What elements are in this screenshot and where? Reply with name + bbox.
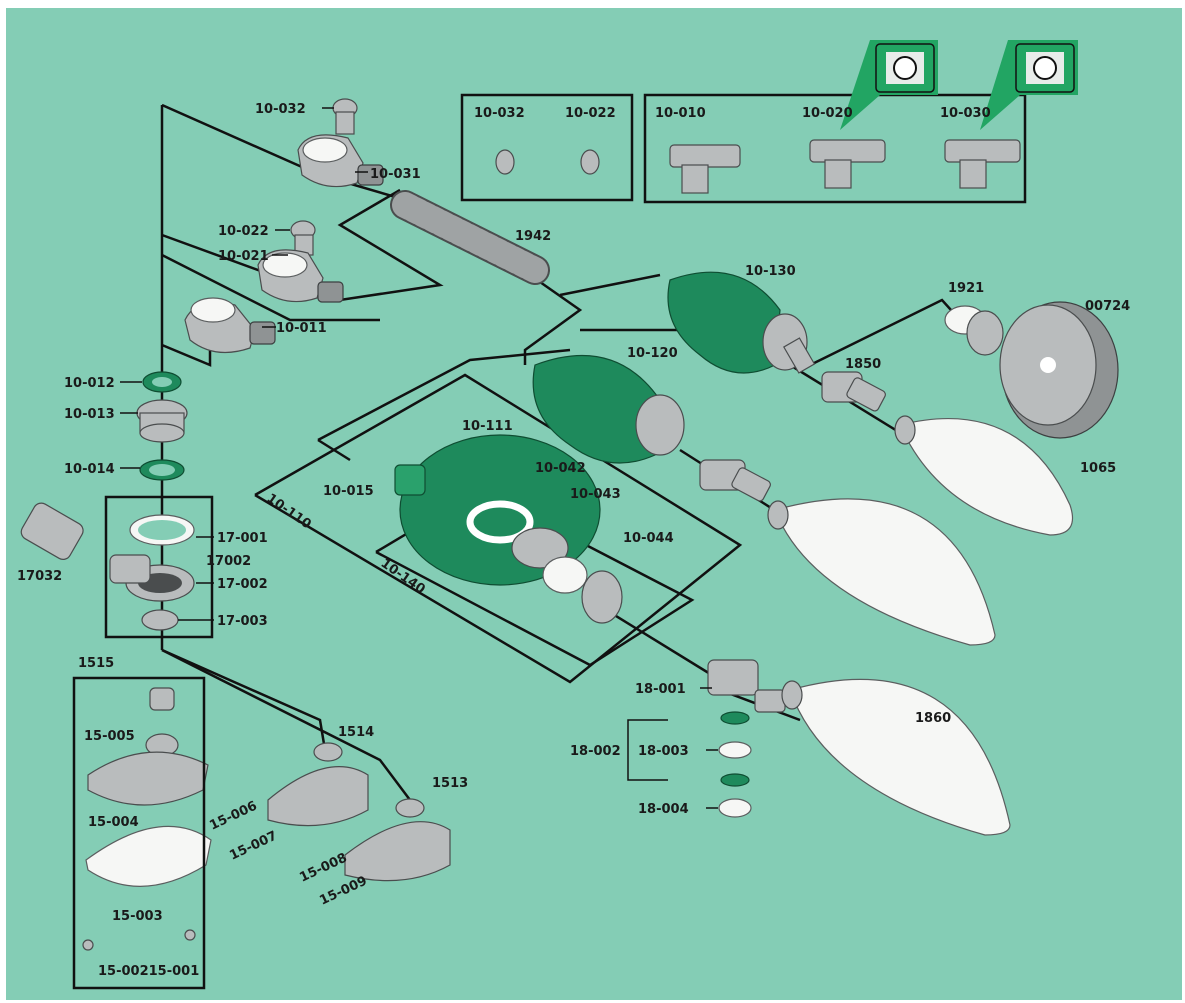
label-10-013: 10-013 xyxy=(64,407,115,422)
label-17032: 17032 xyxy=(17,569,62,584)
valve-face-icon xyxy=(893,56,917,80)
label-15-005: 15-005 xyxy=(84,729,135,744)
label-1513: 1513 xyxy=(432,776,468,791)
leader-ticks xyxy=(120,107,718,809)
label-10-130: 10-130 xyxy=(745,264,796,279)
mask-1515 xyxy=(82,687,212,951)
connector-17032 xyxy=(20,502,151,584)
label-1942: 1942 xyxy=(515,229,551,244)
label-10-015: 10-015 xyxy=(323,484,374,499)
label-1065: 1065 xyxy=(1080,461,1116,476)
inset-box-right xyxy=(643,40,1078,204)
label-00724: 00724 xyxy=(1085,299,1130,314)
label-17002: 17002 xyxy=(206,554,251,569)
box1-label-10-032: 10-032 xyxy=(474,106,525,121)
filter-00724 xyxy=(999,301,1119,439)
label-10-012: 10-012 xyxy=(64,376,115,391)
box2-label-10-010: 10-010 xyxy=(655,106,706,121)
bag-1860 xyxy=(781,678,1011,836)
label-1860: 1860 xyxy=(915,711,951,726)
label-10-021: 10-021 xyxy=(218,249,269,264)
valve-10-021-assembly xyxy=(257,220,344,303)
label-10-043: 10-043 xyxy=(570,487,621,502)
inset-box-left xyxy=(460,93,634,202)
mask-1514 xyxy=(267,742,369,827)
bracket-1515 xyxy=(72,676,206,990)
label-10-032: 10-032 xyxy=(255,102,306,117)
valve-10-032-assembly xyxy=(297,98,384,188)
box2-label-10-030: 10-030 xyxy=(940,106,991,121)
corrugated-tube-1942 xyxy=(390,190,550,285)
box2-label-10-020: 10-020 xyxy=(802,106,853,121)
valve-10-011-assembly xyxy=(184,297,276,354)
label-18-001: 18-001 xyxy=(635,682,686,697)
spine-parts xyxy=(125,371,195,631)
label-10-014: 10-014 xyxy=(64,462,115,477)
bulb-10-130 xyxy=(667,271,816,374)
filter-1921 xyxy=(944,305,1004,356)
bracket-17002 xyxy=(104,495,214,639)
label-18-002: 18-002 xyxy=(570,744,621,759)
valve-10-120-outlet xyxy=(699,459,771,502)
label-10-120: 10-120 xyxy=(627,346,678,361)
mask-1513 xyxy=(344,798,451,882)
label-1850: 1850 xyxy=(845,357,881,372)
label-10-011: 10-011 xyxy=(276,321,327,336)
label-1515: 1515 xyxy=(78,656,114,671)
valve-face-icon xyxy=(1033,56,1057,80)
label-18-004: 18-004 xyxy=(638,802,689,817)
label-10-031: 10-031 xyxy=(370,167,421,182)
label-17-003: 17-003 xyxy=(217,614,268,629)
valve-1850 xyxy=(821,371,886,412)
bulb-10-110 xyxy=(394,434,623,624)
label-15-004: 15-004 xyxy=(88,815,139,830)
label-10-111: 10-111 xyxy=(462,419,513,434)
label-17-002: 17-002 xyxy=(217,577,268,592)
bulb-10-120 xyxy=(532,354,685,464)
label-18-003: 18-003 xyxy=(638,744,689,759)
label-15-003: 15-003 xyxy=(112,909,163,924)
label-17-001: 17-001 xyxy=(217,531,268,546)
label-10-044: 10-044 xyxy=(623,531,674,546)
valve-18-001 xyxy=(707,659,786,818)
label-15-002-15-001: 15-00215-001 xyxy=(98,964,199,979)
label-1921: 1921 xyxy=(948,281,984,296)
label-10-022: 10-022 xyxy=(218,224,269,239)
label-10-042: 10-042 xyxy=(535,461,586,476)
box1-label-10-022: 10-022 xyxy=(565,106,616,121)
label-1514: 1514 xyxy=(338,725,374,740)
bag-10-120 xyxy=(767,498,996,646)
bag-1065 xyxy=(894,415,1074,536)
